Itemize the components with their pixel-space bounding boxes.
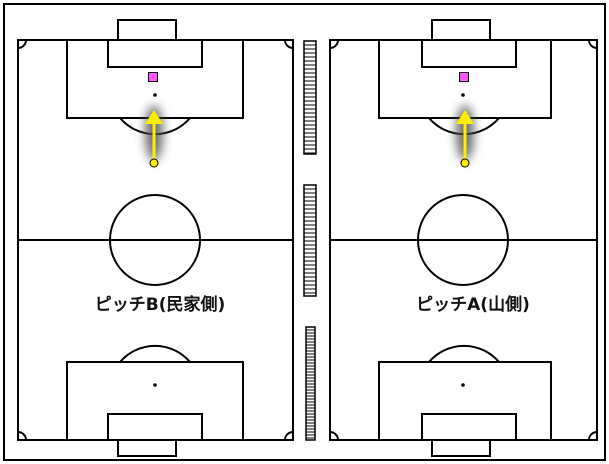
pitch-a-bottom-penalty-spot [461, 383, 465, 387]
pitch-a-center-circle [417, 194, 509, 286]
pitch-a-top-penalty-spot [461, 93, 465, 97]
circle-marker-icon [149, 158, 159, 168]
pitch-a-corner-arc [329, 39, 339, 49]
pitch-a-corner-arc [329, 431, 339, 441]
pitch-b-corner-arc [17, 431, 27, 441]
pitch-b-corner-arc [284, 431, 294, 441]
pitch-b-top-penalty-spot [153, 93, 157, 97]
pitch-b-bottom-penalty-arc [119, 344, 191, 363]
pitch-b-corner-arc [17, 39, 27, 49]
square-marker-icon [148, 72, 158, 82]
fence-group [303, 40, 317, 441]
pitch-b-label: ピッチB(民家側) [65, 292, 255, 318]
arrow-up-icon [145, 110, 163, 124]
square-marker-icon [459, 72, 469, 82]
pitch-a-corner-arc [588, 431, 598, 441]
pitch-b-center-circle [109, 194, 201, 286]
arrow-up-icon [456, 110, 474, 124]
pitch-a-bottom-penalty-arc [428, 344, 500, 363]
pitch-a-label: ピッチA(山側) [383, 292, 563, 318]
circle-marker-icon [460, 158, 470, 168]
pitch-a-corner-arc [588, 39, 598, 49]
pitch-b-corner-arc [284, 39, 294, 49]
pitch-a-bottom-penalty-area [378, 361, 552, 441]
pitch-b-bottom-penalty-spot [153, 383, 157, 387]
pitch-b-bottom-penalty-area [66, 361, 244, 441]
